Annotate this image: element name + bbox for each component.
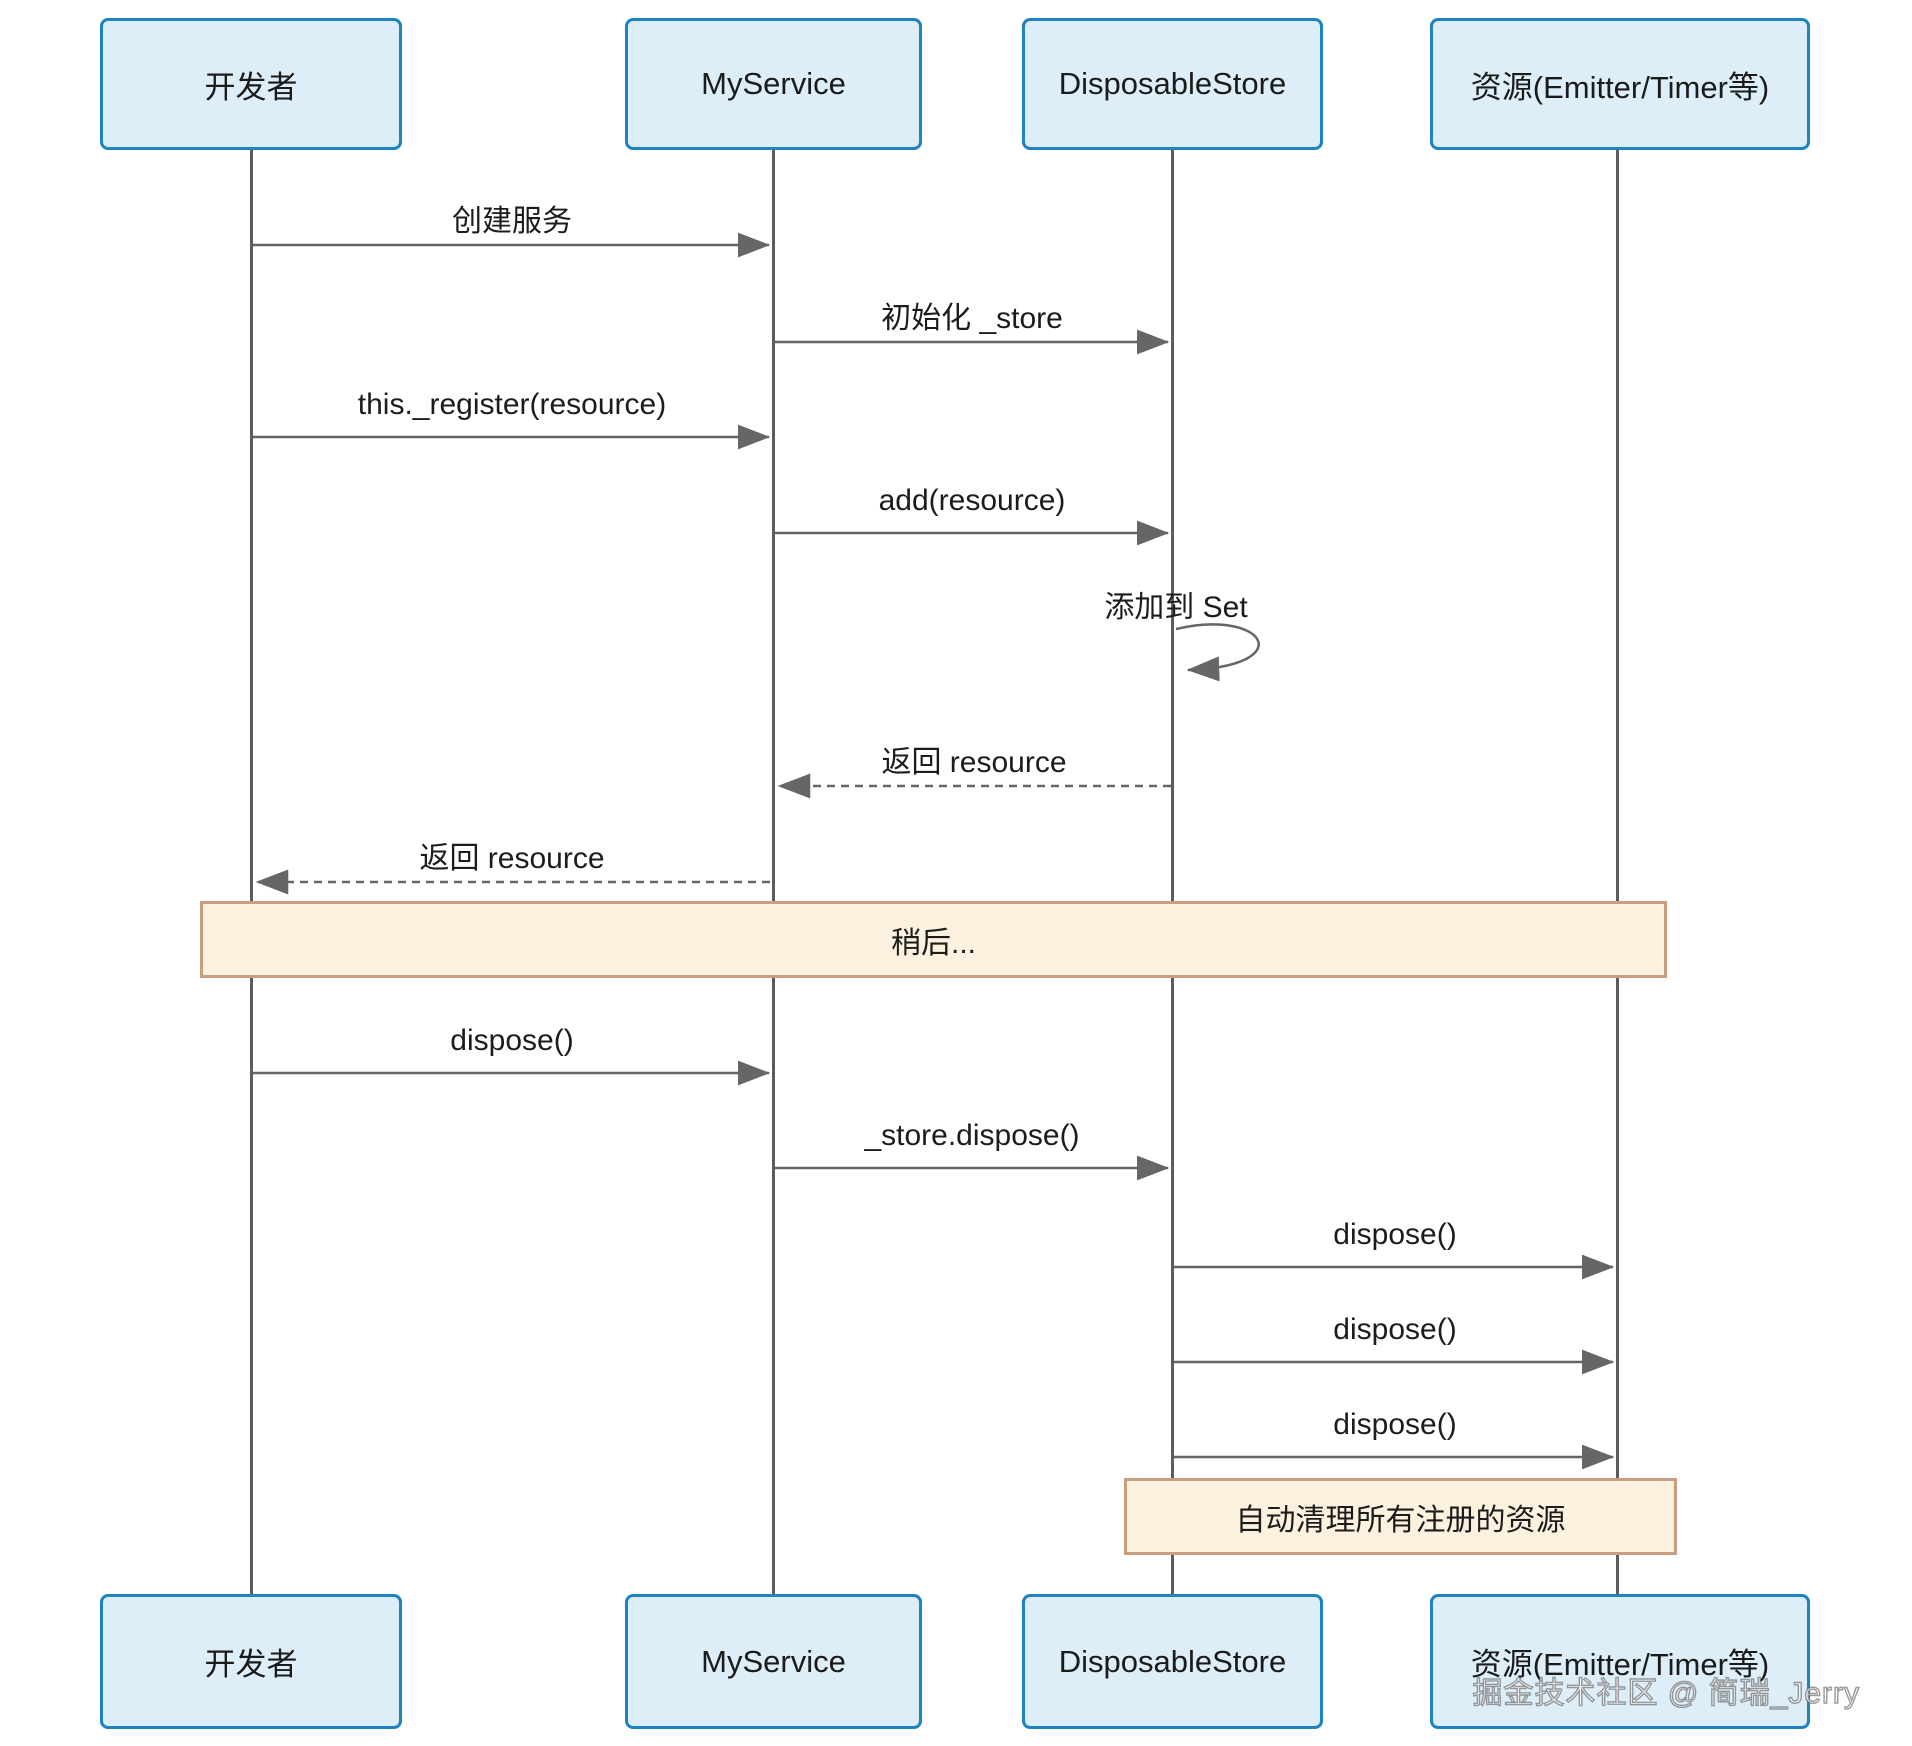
watermark: 掘金技术社区 @ 简瑞_Jerry xyxy=(1472,1676,1860,1710)
note-later: 稍后... xyxy=(200,901,1667,978)
actor-box-myservice-bottom: MyService xyxy=(625,1594,922,1729)
message-label-store-dispose: _store.dispose() xyxy=(864,1119,1080,1152)
actor-box-resource-bottom: 资源(Emitter/Timer等) xyxy=(1430,1594,1810,1729)
actor-box-developer-top: 开发者 xyxy=(100,18,402,150)
message-label-return-resource-1: 返回 resource xyxy=(881,746,1067,779)
actor-box-myservice-top: MyService xyxy=(625,18,922,150)
message-label-add-to-set: 添加到 Set xyxy=(1104,591,1248,624)
actor-box-resource-top: 资源(Emitter/Timer等) xyxy=(1430,18,1810,150)
actor-box-disposablestore-top: DisposableStore xyxy=(1022,18,1323,150)
message-label-dispose-resource-1: dispose() xyxy=(1333,1218,1457,1251)
arrow-self-loop-add-to-set xyxy=(1175,623,1260,682)
actor-box-disposablestore-bottom: DisposableStore xyxy=(1022,1594,1323,1729)
message-label-create-service: 创建服务 xyxy=(452,205,572,238)
message-label-dispose-resource-2: dispose() xyxy=(1333,1313,1457,1346)
message-label-dispose: dispose() xyxy=(450,1024,574,1057)
actor-box-developer-bottom: 开发者 xyxy=(100,1594,402,1729)
message-label-register-resource: this._register(resource) xyxy=(357,388,667,421)
note-auto-cleanup: 自动清理所有注册的资源 xyxy=(1124,1478,1677,1555)
message-label-dispose-resource-3: dispose() xyxy=(1333,1408,1457,1441)
message-label-return-resource-2: 返回 resource xyxy=(419,842,605,875)
message-label-init-store: 初始化 _store xyxy=(881,302,1063,335)
message-label-add-resource: add(resource) xyxy=(878,484,1066,517)
